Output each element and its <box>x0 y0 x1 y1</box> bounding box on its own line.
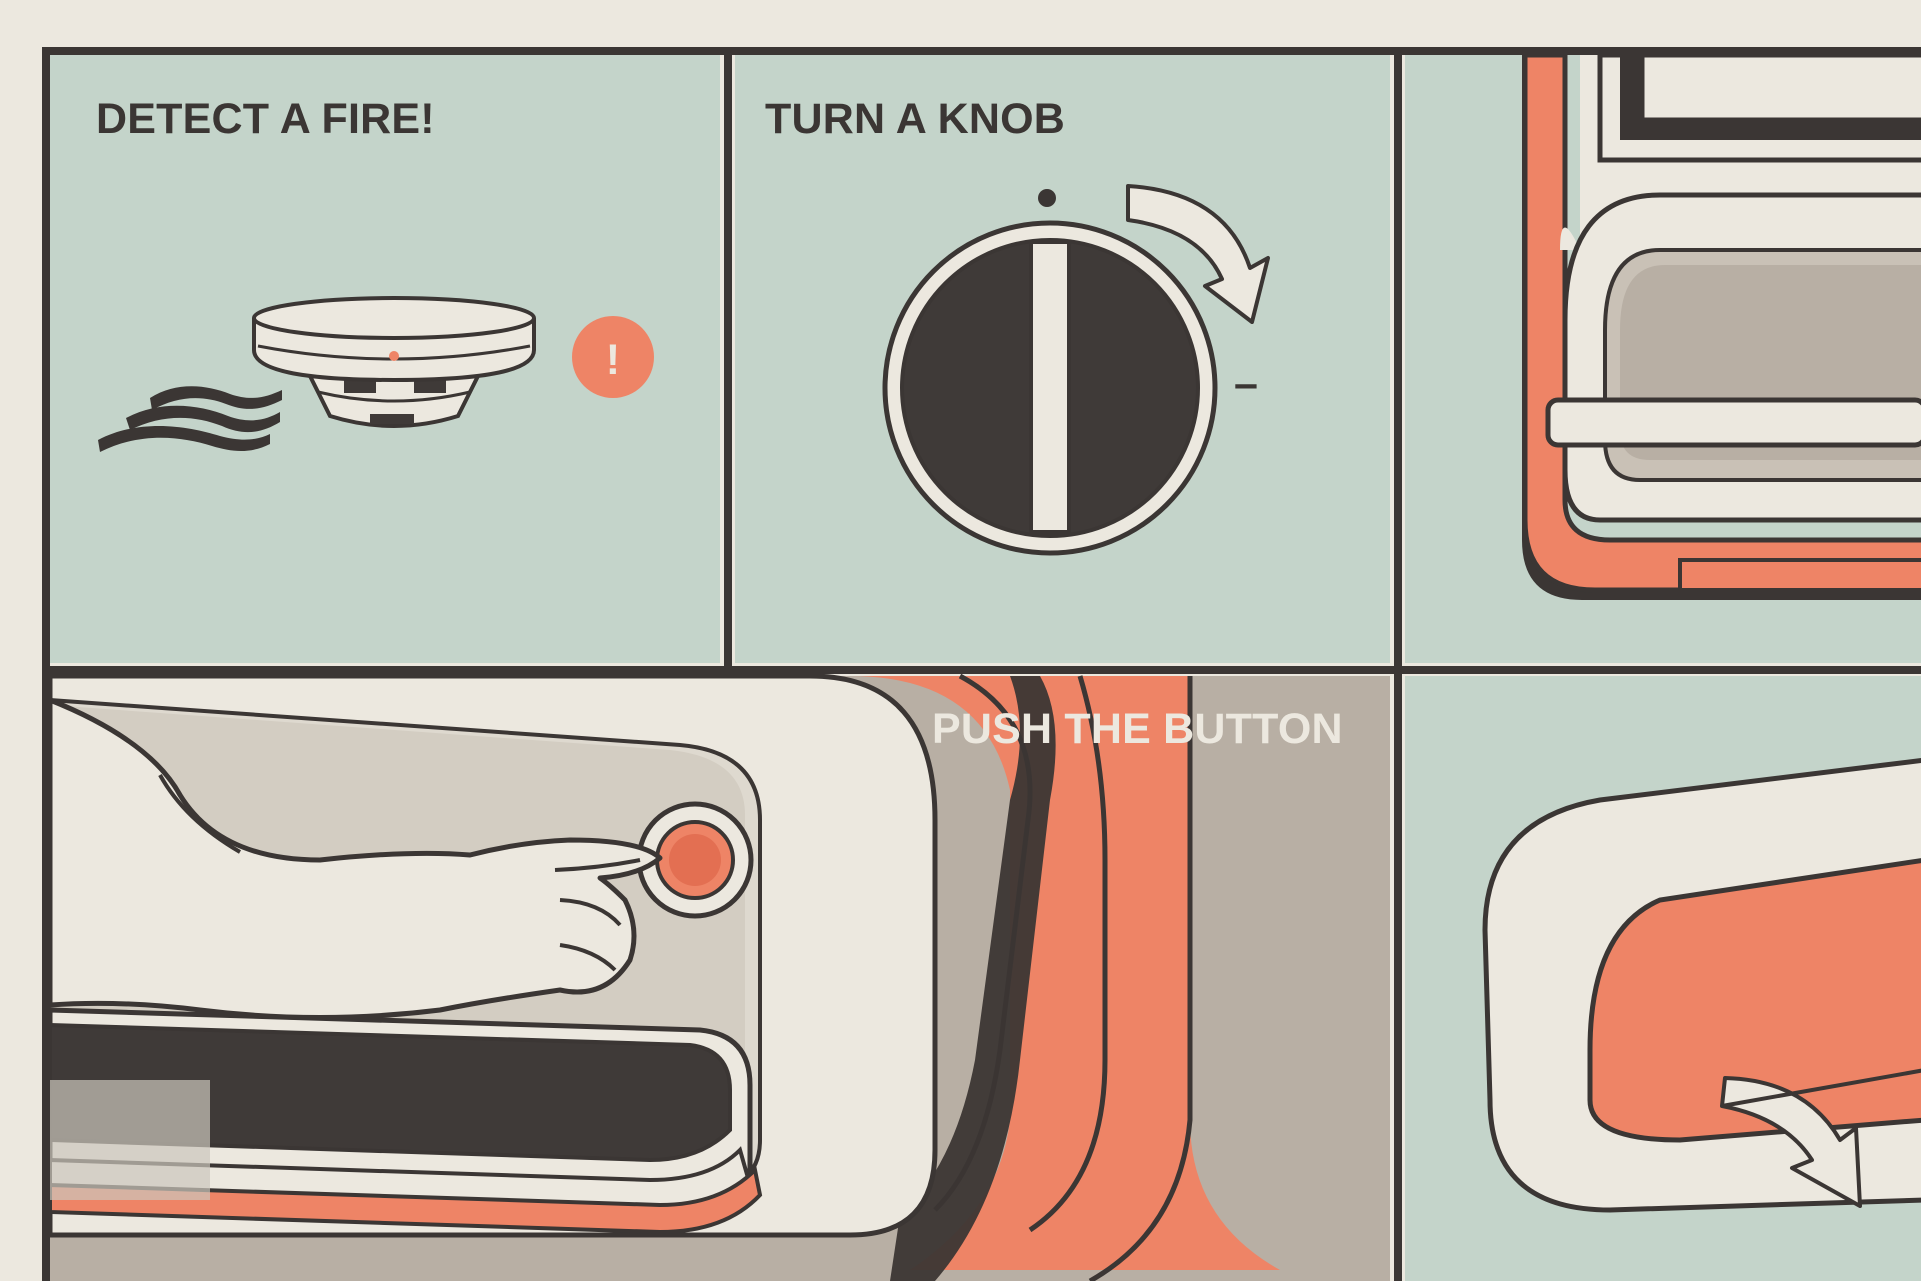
hand-arm-icon <box>47 697 663 1020</box>
knob-dash-mark: – <box>1234 360 1258 408</box>
smoke-detector-icon <box>252 296 536 428</box>
smoke-waves-icon <box>98 386 282 452</box>
door-handle-illustration <box>1482 757 1921 1213</box>
oven-door-illustration <box>1522 52 1921 600</box>
detect-caption: DETECT A FIRE! <box>96 95 435 143</box>
control-knob-icon <box>882 220 1218 556</box>
panel-borders <box>42 47 1921 1281</box>
knob-caption: TURN A KNOB <box>765 95 1065 143</box>
push-button-icon <box>636 801 754 919</box>
button-caption: PUSH THE BUTTON <box>932 705 1343 753</box>
rotate-arrow-icon <box>1126 184 1270 324</box>
pull-arrow-icon <box>1720 1068 1921 1208</box>
alert-badge-icon: ! <box>572 316 654 398</box>
knob-indicator-dot <box>1038 189 1056 207</box>
alert-symbol: ! <box>606 336 621 384</box>
